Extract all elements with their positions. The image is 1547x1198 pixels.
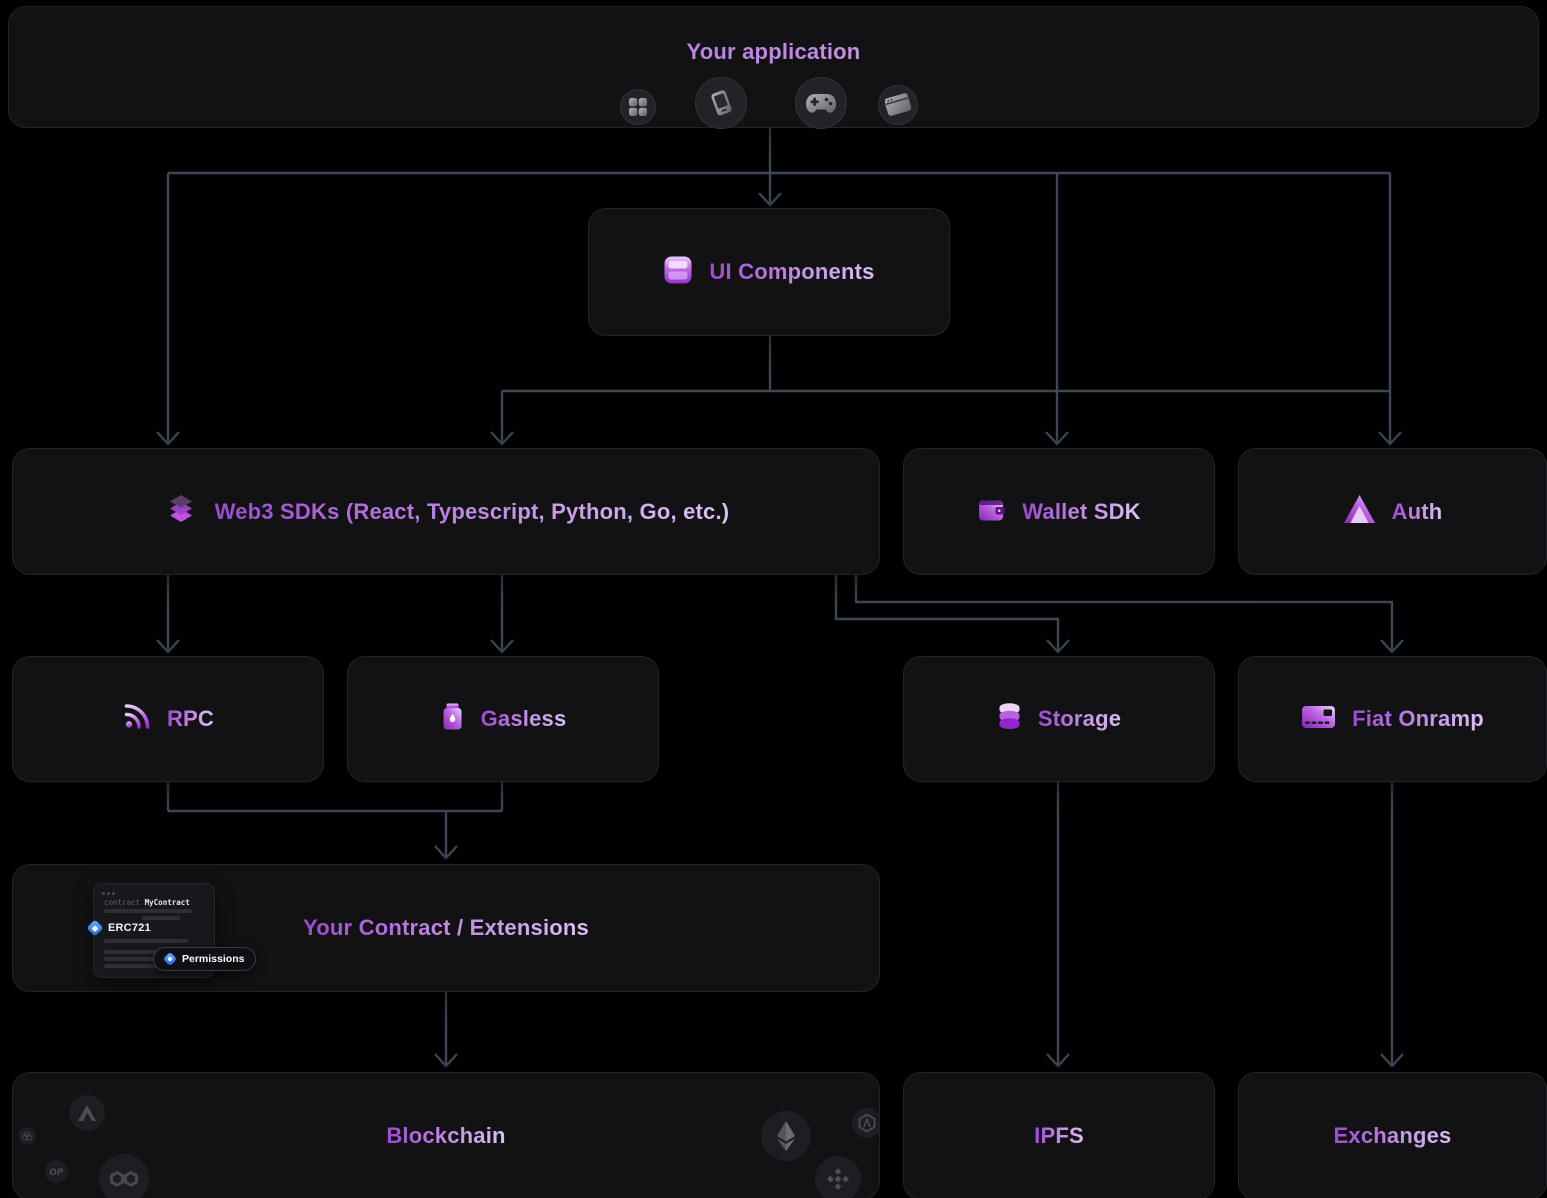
edge-app-to-sdk — [156, 173, 180, 446]
edge-app-to-ui — [758, 126, 782, 207]
edge-storage-to-ipfs — [1046, 780, 1070, 1068]
database-icon — [997, 702, 1022, 736]
code-placeholder-bar — [104, 939, 188, 943]
smartphone-icon — [695, 77, 747, 129]
node-storage: Storage — [903, 656, 1215, 782]
auth-triangle-icon — [1343, 494, 1376, 529]
node-rpc: RPC — [12, 656, 324, 782]
node-wallet-sdk: Wallet SDK — [903, 448, 1215, 575]
node-web3-sdks: Web3 SDKs (React, Typescript, Python, Go… — [12, 448, 880, 575]
binance-icon — [815, 1156, 861, 1198]
edge-rpc-gasless-join — [166, 780, 504, 860]
node-auth: Auth — [1238, 448, 1547, 575]
gamepad-icon — [795, 77, 847, 129]
node-exchanges: Exchanges — [1238, 1072, 1547, 1198]
node-label: Your Contract / Extensions — [303, 915, 589, 940]
contract-code-preview: contract MyContract ERC721 — [86, 883, 215, 978]
node-label: Fiat Onramp — [1352, 706, 1484, 731]
node-label: Blockchain — [386, 1123, 506, 1148]
node-label: IPFS — [1034, 1123, 1084, 1148]
node-label: Storage — [1037, 706, 1122, 731]
app-title: Your application — [9, 39, 1538, 65]
code-placeholder-bar — [104, 950, 161, 954]
node-label: Web3 SDKs (React, Typescript, Python, Go… — [214, 498, 730, 524]
wallet-icon — [977, 496, 1006, 528]
gas-canister-icon — [440, 702, 465, 736]
permissions-badge: Permissions — [153, 947, 257, 971]
node-fiat-onramp: Fiat Onramp — [1238, 656, 1547, 782]
apps-grid-icon — [620, 89, 656, 125]
node-ui-components: UI Components — [588, 208, 950, 336]
window-dot-icon — [112, 892, 115, 895]
node-ipfs: IPFS — [903, 1072, 1215, 1198]
node-your-contract: contract MyContract ERC721 Permissions Y… — [12, 864, 880, 992]
edge-contract-to-blockchain — [434, 990, 458, 1068]
flower-chain-icon — [18, 1127, 36, 1145]
ethereum-icon — [761, 1111, 811, 1161]
ui-components-icon — [663, 255, 693, 290]
node-label: Exchanges — [1333, 1123, 1452, 1148]
code-placeholder-bar — [104, 957, 187, 961]
edge-sdk-to-fiat — [854, 573, 1404, 654]
optimism-icon: OP — [45, 1160, 68, 1183]
extension-diamond-icon — [162, 951, 178, 967]
code-placeholder-bar — [104, 964, 161, 968]
window-dot-icon — [102, 892, 105, 895]
node-blockchain: OP Blockchain — [12, 1072, 880, 1198]
code-placeholder-bar — [104, 909, 192, 913]
edge-sdk-to-gasless — [490, 573, 514, 654]
erc721-badge: ERC721 — [86, 919, 151, 937]
edge-sdk-to-rpc — [156, 573, 180, 654]
rpc-signal-icon — [122, 702, 151, 736]
extension-diamond-icon — [86, 919, 104, 937]
edge-fiat-to-exchanges — [1380, 780, 1404, 1068]
edge-to-wallet — [1045, 173, 1069, 446]
edge-to-auth — [1378, 173, 1402, 446]
edge-sdk-to-storage — [834, 573, 1070, 654]
arbitrum-icon — [852, 1108, 879, 1138]
node-label: Gasless — [480, 706, 567, 731]
polygon-icon — [99, 1154, 149, 1198]
contract-code-line: contract MyContract — [104, 898, 190, 907]
node-label: RPC — [166, 706, 215, 731]
credit-card-icon — [1301, 704, 1336, 735]
edge-ui-to-sdk — [490, 391, 514, 446]
window-dot-icon — [107, 892, 110, 895]
layers-stack-icon — [163, 493, 199, 530]
avalanche-icon — [69, 1095, 105, 1131]
node-label: Auth — [1391, 498, 1443, 524]
node-label: UI Components — [709, 259, 875, 284]
code-placeholder-bar — [142, 916, 180, 920]
node-your-application: Your application — [8, 6, 1539, 129]
node-label: Wallet SDK — [1022, 498, 1141, 524]
browser-window-icon — [878, 85, 918, 125]
node-gasless: Gasless — [347, 656, 659, 782]
